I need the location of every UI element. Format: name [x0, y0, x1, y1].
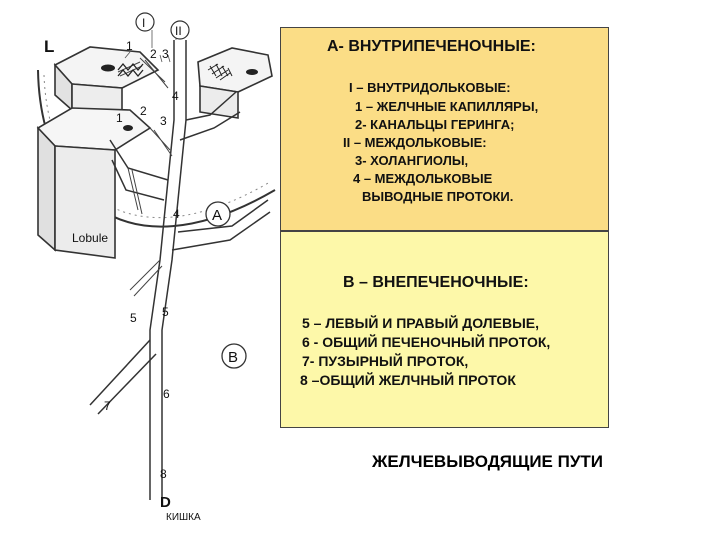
box-b-line-4: 8 –ОБЩИЙ ЖЕЛЧНЫЙ ПРОТОК [300, 372, 516, 388]
label-B: B [228, 349, 238, 366]
box-b-line-1: 5 – ЛЕВЫЙ И ПРАВЫЙ ДОЛЕВЫЕ, [302, 315, 540, 331]
box-a-line-2: 1 – ЖЕЛЧНЫЕ КАПИЛЛЯРЫ, [355, 99, 539, 114]
num-4a: 4 [172, 89, 179, 103]
label-lobule: Lobule [72, 231, 108, 245]
num-5b: 5 [162, 305, 169, 319]
box-a-line-4: II – МЕЖДОЛЬКОВЫЕ: [343, 135, 487, 150]
num-2a: 2 [150, 47, 157, 61]
num-8: 8 [160, 467, 167, 481]
intrahepatic-box [280, 27, 609, 231]
box-b-line-2: 6 - ОБЩИЙ ПЕЧЕНОЧНЫЙ ПРОТОК, [302, 334, 551, 350]
num-1b: 1 [116, 111, 123, 125]
label-L: L [44, 37, 54, 56]
flow-arrows [117, 62, 144, 78]
lobule-top-right [197, 47, 273, 119]
num-2b: 2 [140, 104, 147, 118]
fine-branches [117, 57, 173, 297]
extrahepatic-title: В – ВНЕПЕЧЕНОЧНЫЕ: [343, 274, 529, 291]
num-7: 7 [104, 399, 111, 413]
lobule-top-left [53, 46, 160, 113]
num-3b: 3 [160, 114, 167, 128]
box-a-line-3: 2- КАНАЛЬЦЫ ГЕРИНГА; [355, 117, 515, 132]
box-a-line-7: ВЫВОДНЫЕ ПРОТОКИ. [362, 189, 514, 204]
num-5a: 5 [130, 311, 137, 325]
figure-caption: ЖЕЛЧЕВЫВОДЯЩИЕ ПУТИ [372, 452, 604, 471]
num-1a: 1 [126, 39, 133, 53]
num-3a: 3 [162, 47, 169, 61]
label-roman-I: I [142, 16, 145, 30]
capillary-network [207, 63, 233, 81]
label-kishka: КИШКА [166, 512, 201, 523]
box-b-line-3: 7- ПУЗЫРНЫЙ ПРОТОК, [302, 353, 469, 369]
extrahepatic-box [280, 231, 609, 428]
biliary-tree-diagram: L I II 1 2 3 1 2 3 4 4 A Lobule 5 5 B 6 … [36, 12, 276, 523]
intrahepatic-title: А- ВНУТРИПЕЧЕНОЧНЫЕ: [327, 38, 536, 55]
label-A: A [212, 207, 222, 224]
num-6: 6 [163, 387, 170, 401]
label-roman-II: II [175, 24, 182, 38]
box-a-line-1: I – ВНУТРИДОЛЬКОВЫЕ: [349, 80, 511, 95]
box-a-line-6: 4 – МЕЖДОЛЬКОВЫЕ [353, 171, 493, 186]
num-4b: 4 [173, 207, 180, 221]
label-D: D [160, 494, 171, 511]
box-a-line-5: 3- ХОЛАНГИОЛЫ, [355, 153, 469, 168]
lobule-middle [36, 107, 152, 259]
